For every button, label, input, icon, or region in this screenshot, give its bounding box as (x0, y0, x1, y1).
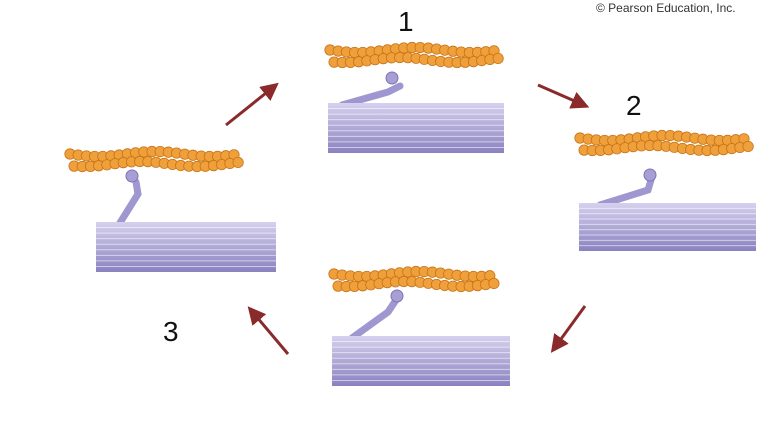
thick-filament-body (328, 103, 504, 153)
thick-filament-body (96, 222, 276, 272)
panel-step-3 (328, 265, 510, 386)
step-label-1: 1 (398, 6, 414, 37)
actin-filament (64, 145, 244, 173)
myosin-head (596, 176, 655, 209)
cycle-arrow-1 (225, 82, 279, 127)
panel-step-1 (324, 41, 504, 153)
myosin-head-tip (125, 169, 139, 183)
actin-bead (488, 277, 500, 290)
copyright-notice: © Pearson Education, Inc. (596, 1, 736, 15)
actin-filament (324, 41, 504, 69)
cycle-arrow-3 (550, 305, 587, 353)
thick-filament-body (332, 336, 510, 386)
actin-filament (574, 129, 754, 157)
myosin-head-tip (390, 289, 404, 303)
thick-filament (328, 103, 504, 153)
thick-filament (332, 336, 510, 386)
panel-step-4 (64, 145, 276, 272)
myosin-head (338, 82, 404, 109)
actin-bead (742, 140, 754, 153)
step-label-2: 2 (626, 90, 642, 121)
actin-filament (328, 265, 500, 293)
thick-filament-body (579, 203, 756, 251)
myosin-head-tip (385, 71, 399, 85)
actin-bead (232, 156, 244, 169)
myosin-head (348, 296, 400, 342)
thick-filament (96, 222, 276, 272)
cycle-arrow-2 (537, 83, 590, 109)
step-label-3: 3 (163, 316, 179, 347)
cycle-arrow-4 (247, 306, 290, 355)
actin-bead (492, 52, 504, 65)
myosin-head-tip (643, 168, 657, 182)
panel-step-2 (574, 129, 756, 251)
thick-filament (579, 203, 756, 251)
myosin-head (114, 178, 142, 230)
